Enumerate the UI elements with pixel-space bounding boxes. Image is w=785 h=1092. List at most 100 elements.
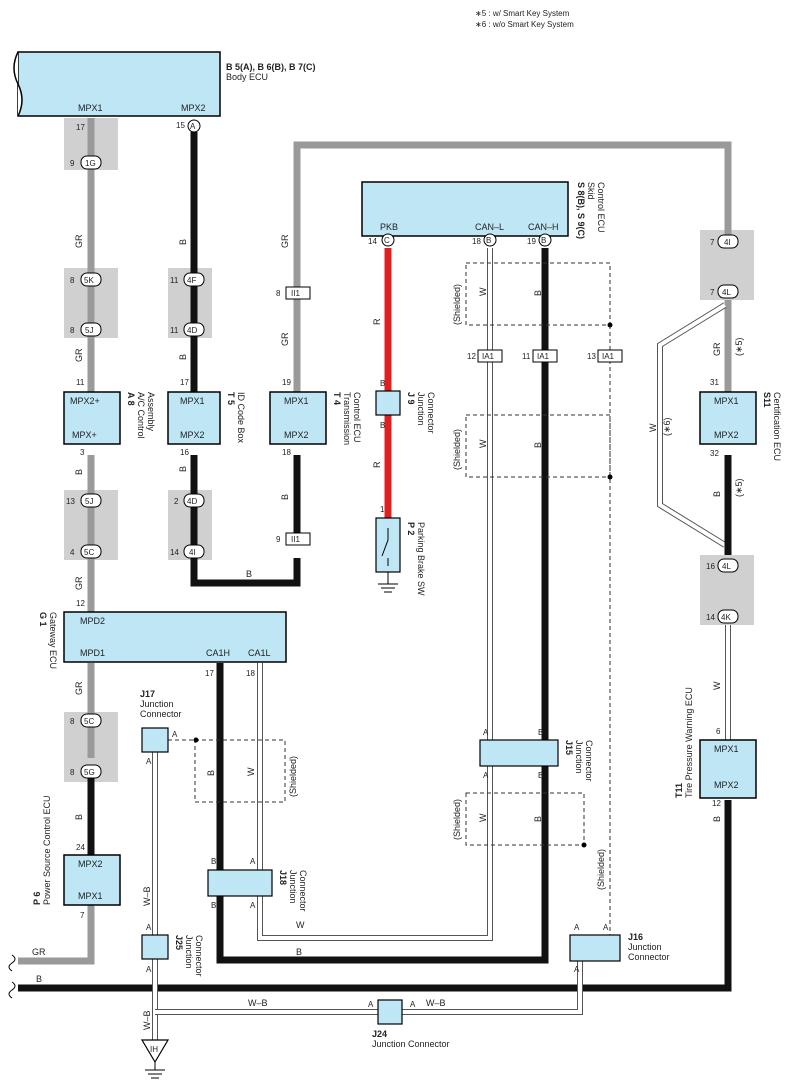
wire-label: GR <box>74 681 84 695</box>
connector-ii1: II1 <box>285 532 311 546</box>
connector-pill: 4F <box>183 272 205 287</box>
svg-text:5C: 5C <box>84 717 94 726</box>
t11-name: Tire Pressure Warning ECU <box>684 687 694 798</box>
wire-label: W–B <box>142 886 152 906</box>
wire-label: W–B <box>142 1010 152 1030</box>
connector-ii1: II1 <box>285 286 311 300</box>
skid-pin-canh: CAN–H <box>528 222 559 232</box>
j18-pin-b2: B <box>211 901 216 910</box>
wire-label: B <box>178 354 188 360</box>
skid-control-ecu <box>361 181 569 237</box>
j25-code: J25 <box>174 935 184 950</box>
pin-num: 17 <box>205 669 214 678</box>
t4-name2: Control ECU <box>352 392 362 443</box>
connector-pill: 4D <box>183 322 205 337</box>
svg-text:4D: 4D <box>187 497 197 506</box>
p2-code: P 2 <box>406 522 416 535</box>
wire-label: B <box>280 494 290 500</box>
j17-junction-connector <box>141 727 169 753</box>
svg-text:4F: 4F <box>187 276 196 285</box>
j17-pin-a2: A <box>146 757 152 766</box>
t11-pin-mpx1: MPX1 <box>714 744 739 754</box>
pin-num: 11 <box>76 378 85 387</box>
j25-junction-connector <box>141 934 169 960</box>
body-pin-mpx2: MPX2 <box>181 103 206 113</box>
pin-num: 11 <box>170 276 179 285</box>
wire-label: W <box>648 423 658 432</box>
connector-pill: 1G <box>80 155 102 170</box>
wire-label: W <box>712 681 722 690</box>
j18-name1: Junction <box>288 870 298 904</box>
j18-pin-a: A <box>250 857 256 866</box>
pin-num: 7 <box>710 288 715 297</box>
t5-name: ID Code Box <box>236 392 246 444</box>
svg-text:4L: 4L <box>722 288 731 297</box>
j17-name2: Connector <box>140 709 182 719</box>
t4-pin-mpx2: MPX2 <box>284 430 309 440</box>
pin-circle: A <box>187 119 201 133</box>
connector-pill: 4L <box>717 558 739 573</box>
j18-code: J18 <box>278 870 288 885</box>
pin-num: 18 <box>282 448 291 457</box>
svg-text:B: B <box>541 236 546 245</box>
ac-pin-mpxplus: MPX+ <box>72 430 97 440</box>
svg-text:4K: 4K <box>721 613 731 622</box>
t11-code: T11 <box>674 783 684 798</box>
pin-circle: C <box>381 233 395 247</box>
wire-label: B <box>712 816 722 822</box>
transmission-control-ecu <box>269 391 327 445</box>
j25-pin-a2: A <box>146 965 152 974</box>
connector-pill: 4I <box>183 544 205 559</box>
j24-pin-a2: A <box>410 1000 416 1009</box>
body-ecu-code: B 5(A), B 6(B), B 7(C) <box>226 62 316 72</box>
wire-label: B <box>246 569 252 579</box>
j18-pin-b: B <box>211 857 216 866</box>
skid-pin-canl: CAN–L <box>475 222 504 232</box>
pin-circle: B <box>483 233 497 247</box>
pin-num: 17 <box>180 378 189 387</box>
wire-label: B <box>533 442 543 448</box>
svg-text:5J: 5J <box>85 497 93 506</box>
pin-circle: B <box>538 233 552 247</box>
pin-num: 6 <box>716 727 721 736</box>
j16-pin-a: A <box>574 923 580 932</box>
t4-pin-mpx1: MPX1 <box>284 396 309 406</box>
wire-label: B <box>206 770 216 776</box>
skid-ecu-code: S 8(B), S 9(C) <box>576 182 586 239</box>
id-code-box <box>167 391 221 445</box>
connector-pill: 5J <box>80 322 102 337</box>
wire-label: B <box>712 491 722 497</box>
break-mark-icon <box>8 954 16 999</box>
pin-num: 12 <box>76 599 85 608</box>
j17-name1: Junction <box>140 699 174 709</box>
pin-num: 18 <box>472 237 481 246</box>
junction-dot <box>607 474 613 480</box>
shield-label: (Shielded) <box>596 849 606 890</box>
t4-code: T 4 <box>332 392 342 405</box>
connector-ia1: IA1 <box>597 349 623 363</box>
wire-label: GR <box>74 576 84 590</box>
svg-text:1G: 1G <box>85 159 96 168</box>
j9-code: J 9 <box>406 392 416 405</box>
wire-label: GR <box>280 234 290 248</box>
body-ecu <box>17 51 221 117</box>
pin-num: 19 <box>282 378 291 387</box>
wire-gr-top-loop <box>293 141 732 392</box>
shield-box <box>465 262 611 326</box>
note-k5: (∗5) <box>734 478 744 497</box>
svg-text:5C: 5C <box>84 548 94 557</box>
svg-text:4D: 4D <box>187 326 197 335</box>
pin-num: 13 <box>66 497 75 506</box>
j24-pin-a: A <box>368 1000 374 1009</box>
j25-name1: Junction <box>184 935 194 969</box>
pin-num: 8 <box>70 768 75 777</box>
connector-pill: 5C <box>80 544 102 559</box>
s11-pin-mpx1: MPX1 <box>714 396 739 406</box>
wire-label: B <box>296 947 302 957</box>
svg-text:A: A <box>190 122 196 131</box>
shield-label: (Shielded) <box>288 756 298 797</box>
pin-num: 8 <box>70 326 75 335</box>
ground-icon <box>145 1062 165 1079</box>
pin-num: 18 <box>246 669 255 678</box>
